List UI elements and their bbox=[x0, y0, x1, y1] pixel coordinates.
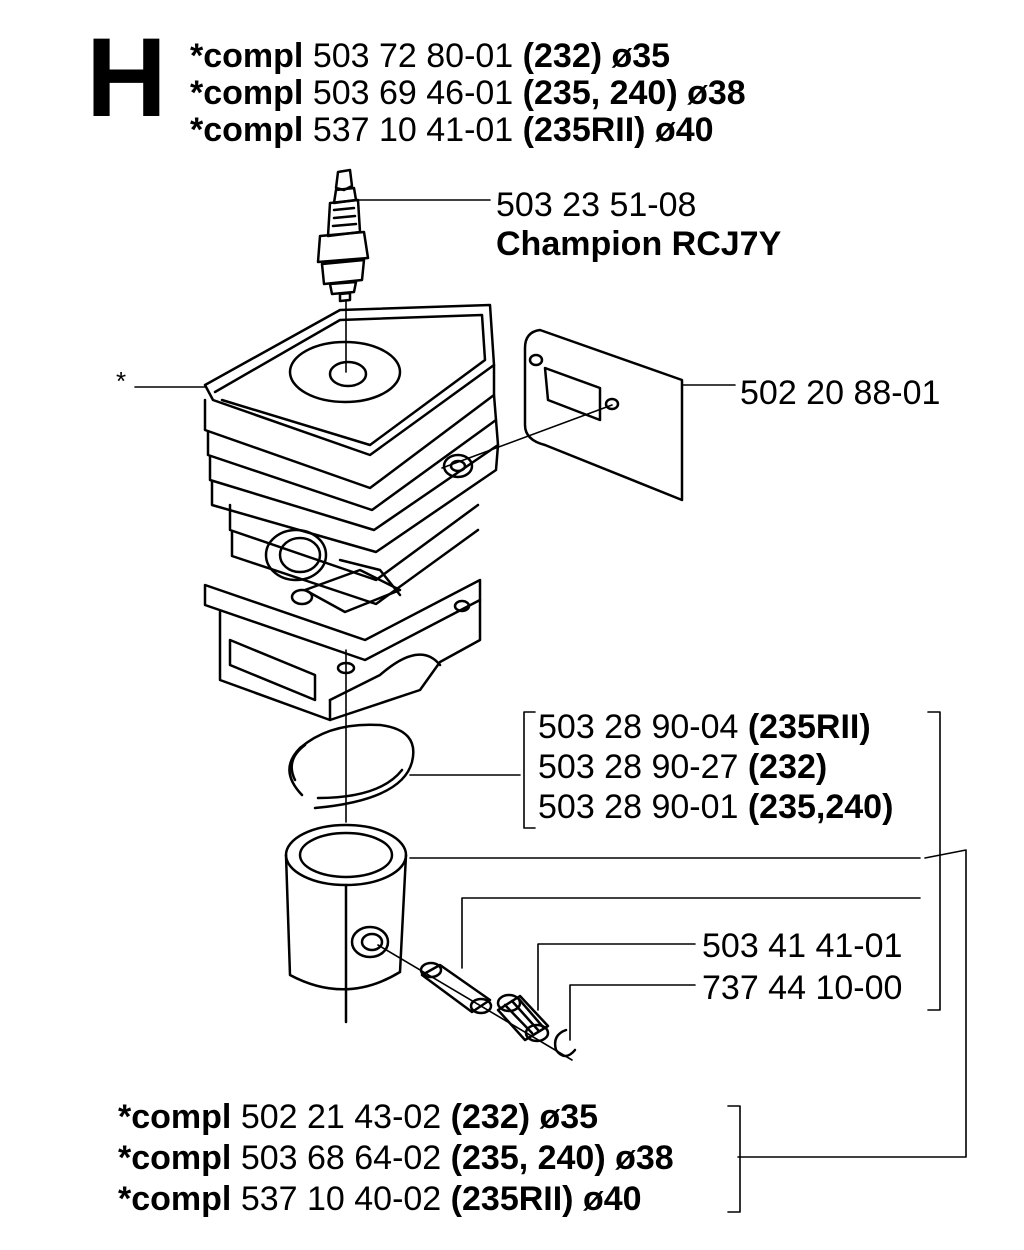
cylinder-asterisk: * bbox=[116, 366, 127, 396]
model-list: (232) bbox=[747, 748, 828, 786]
section-letter: H bbox=[86, 15, 167, 140]
compl-label: *compl bbox=[118, 1180, 232, 1218]
piston-ring-row: 503 28 90-04 (235RII) bbox=[538, 709, 871, 746]
brackets bbox=[523, 711, 941, 1213]
model-list: (235RII) bbox=[522, 111, 646, 149]
model-list: (235RII) bbox=[450, 1180, 574, 1218]
part-number: 503 72 80-01 bbox=[312, 37, 514, 75]
top-complete-row: *compl 503 72 80-01 (232) ø35 bbox=[190, 38, 670, 75]
cylinder-drawing bbox=[203, 303, 500, 722]
top-complete-row: *compl 503 69 46-01 (235, 240) ø38 bbox=[190, 75, 746, 112]
model-list: (235, 240) bbox=[522, 74, 678, 112]
bottom-complete-row: *compl 502 21 43-02 (232) ø35 bbox=[118, 1099, 598, 1136]
part-number: 503 28 90-27 bbox=[538, 748, 739, 786]
part-number: 503 69 46-01 bbox=[312, 74, 514, 112]
compl-label: *compl bbox=[118, 1139, 232, 1177]
leader-lines bbox=[134, 199, 967, 1158]
piston-ring-row: 503 28 90-01 (235,240) bbox=[538, 789, 893, 826]
part-number: 537 10 40-02 bbox=[240, 1180, 442, 1218]
bottom-complete-row: *compl 503 68 64-02 (235, 240) ø38 bbox=[118, 1140, 674, 1177]
bearing-part-number: 503 41 41-01 bbox=[702, 927, 903, 965]
model-list: (232) bbox=[522, 37, 603, 75]
compl-label: *compl bbox=[118, 1098, 232, 1136]
spark-plug-part-number: 503 23 51-08 bbox=[496, 186, 697, 224]
bottom-complete-row: *compl 537 10 40-02 (235RII) ø40 bbox=[118, 1181, 642, 1218]
piston-drawing bbox=[284, 823, 408, 1024]
model-list: (235,240) bbox=[747, 788, 894, 826]
piston-ring-row: 503 28 90-27 (232) bbox=[538, 749, 827, 786]
compl-label: *compl bbox=[190, 111, 304, 149]
compl-label: *compl bbox=[190, 74, 304, 112]
gasket-drawing bbox=[523, 328, 684, 502]
compl-label: *compl bbox=[190, 37, 304, 75]
model-list: (235, 240) bbox=[450, 1139, 606, 1177]
part-number: 502 21 43-02 bbox=[240, 1098, 442, 1136]
bore-size: ø38 bbox=[615, 1139, 674, 1177]
spark-plug-drawing bbox=[316, 168, 370, 303]
bore-size: ø35 bbox=[611, 37, 671, 75]
part-number: 537 10 41-01 bbox=[312, 111, 514, 149]
gasket-part-number: 502 20 88-01 bbox=[740, 374, 941, 412]
piston-ring-drawing bbox=[288, 723, 415, 810]
bore-size: ø40 bbox=[654, 111, 714, 149]
part-number: 503 68 64-02 bbox=[240, 1139, 442, 1177]
bore-size: ø35 bbox=[539, 1098, 599, 1136]
model-list: (232) bbox=[450, 1098, 531, 1136]
circlip-part-number: 737 44 10-00 bbox=[702, 969, 903, 1007]
needle-bearing-drawing bbox=[496, 993, 550, 1043]
bore-size: ø38 bbox=[687, 74, 746, 112]
spark-plug-name: Champion RCJ7Y bbox=[496, 225, 782, 263]
top-complete-row: *compl 537 10 41-01 (235RII) ø40 bbox=[190, 112, 714, 149]
part-number: 503 28 90-04 bbox=[538, 708, 739, 746]
bore-size: ø40 bbox=[582, 1180, 642, 1218]
part-number: 503 28 90-01 bbox=[538, 788, 739, 826]
model-list: (235RII) bbox=[747, 708, 871, 746]
